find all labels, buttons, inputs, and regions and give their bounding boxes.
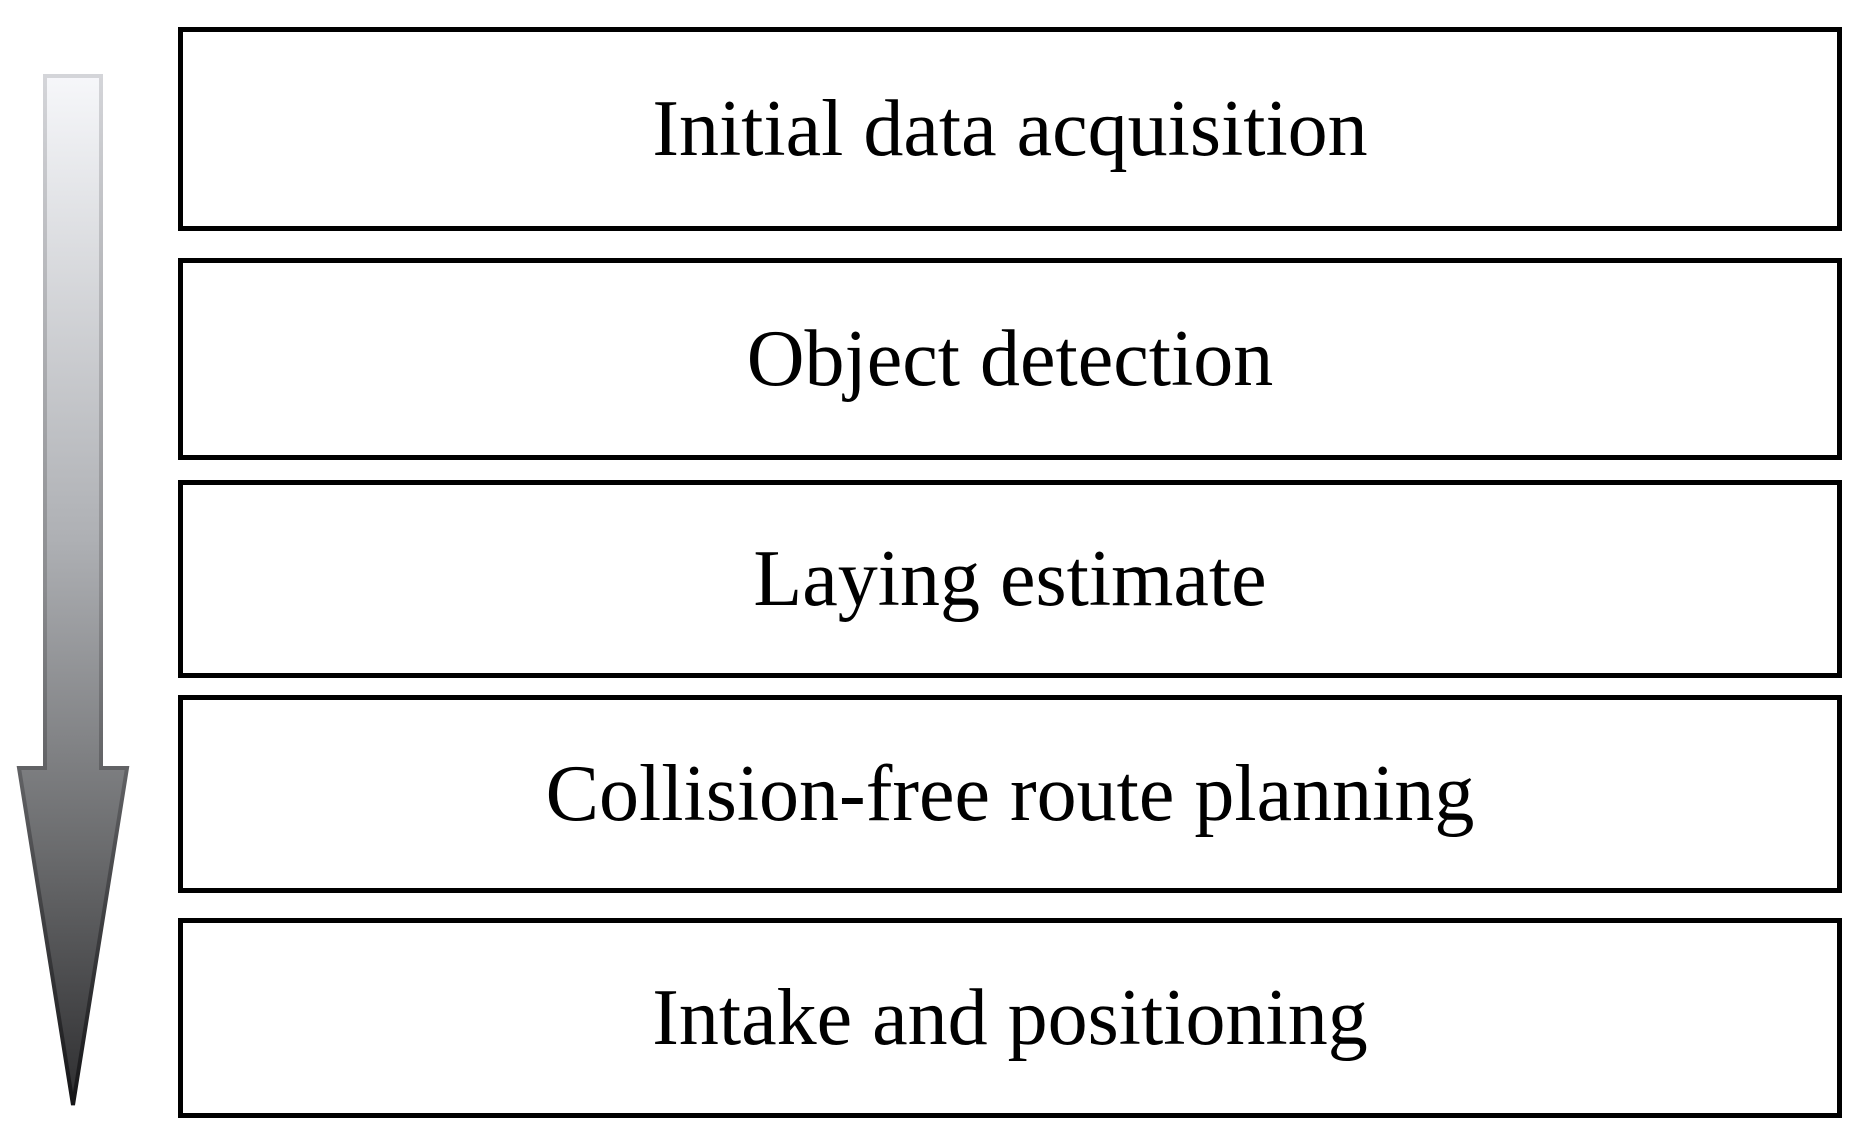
flow-step-label: Laying estimate xyxy=(753,534,1267,623)
flow-step-object-detection: Object detection xyxy=(178,258,1842,460)
flow-step-intake-and-positioning: Intake and positioning xyxy=(178,918,1842,1118)
down-arrow-icon xyxy=(16,74,130,1106)
flow-step-label: Collision-free route planning xyxy=(545,749,1475,838)
flow-step-initial-data-acquisition: Initial data acquisition xyxy=(178,27,1842,231)
flow-step-label: Object detection xyxy=(746,314,1274,403)
flow-step-laying-estimate: Laying estimate xyxy=(178,480,1842,678)
flow-step-collision-free-route-planning: Collision-free route planning xyxy=(178,695,1842,893)
down-arrow-shape xyxy=(16,74,130,1106)
flow-step-label: Intake and positioning xyxy=(652,973,1368,1062)
flow-step-label: Initial data acquisition xyxy=(652,84,1368,173)
